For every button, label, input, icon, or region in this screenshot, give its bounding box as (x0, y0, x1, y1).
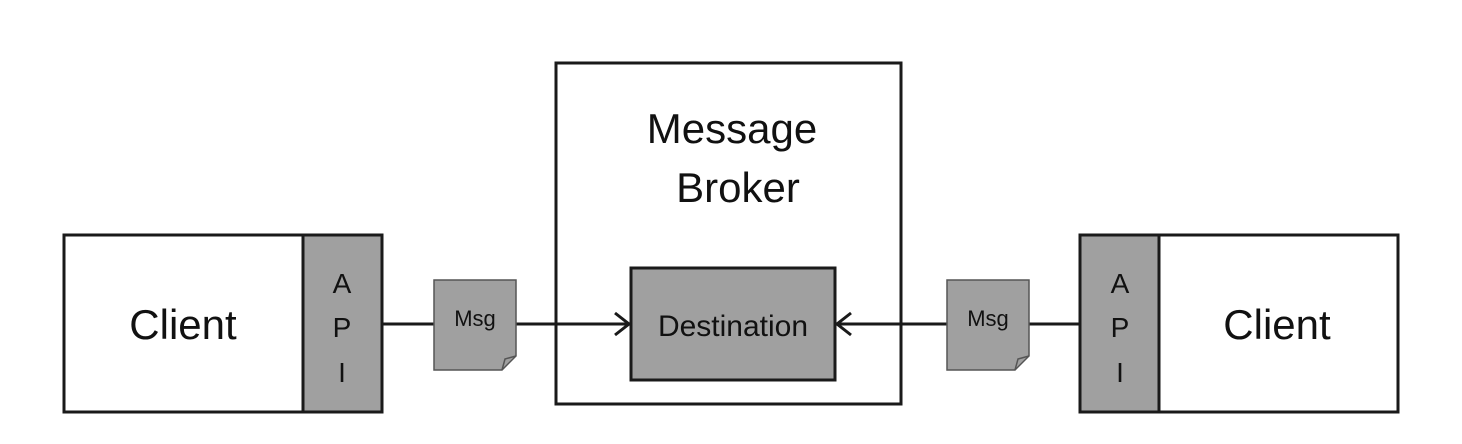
message-broker: Message Broker Destination (554, 61, 903, 406)
right-arrowhead (834, 311, 852, 337)
left-message: Msg (433, 279, 517, 371)
left-api-panel (301, 233, 384, 414)
left-message-fold (501, 355, 517, 371)
right-api-letter-p: P (1111, 312, 1130, 343)
left-client: Client A P I (62, 233, 384, 414)
right-api-letter-a: A (1111, 268, 1130, 299)
right-api-panel (1078, 233, 1161, 414)
broker-title-line1: Message (647, 105, 817, 152)
right-message-fold (1014, 355, 1030, 371)
right-message-label: Msg (967, 306, 1009, 331)
left-api-letter-i: I (338, 357, 346, 388)
right-client: Client A P I (1078, 233, 1400, 414)
left-arrowhead (614, 311, 632, 337)
left-client-label: Client (129, 301, 237, 348)
left-api-letter-p: P (333, 312, 352, 343)
right-message-document-icon (946, 279, 1030, 371)
right-api-letter-i: I (1116, 357, 1124, 388)
destination-label: Destination (658, 310, 808, 343)
broker-title-line2: Broker (676, 164, 800, 211)
left-api-letter-a: A (333, 268, 352, 299)
left-message-document-icon (433, 279, 517, 371)
right-client-label: Client (1223, 301, 1331, 348)
left-message-label: Msg (454, 306, 496, 331)
right-message: Msg (946, 279, 1030, 371)
